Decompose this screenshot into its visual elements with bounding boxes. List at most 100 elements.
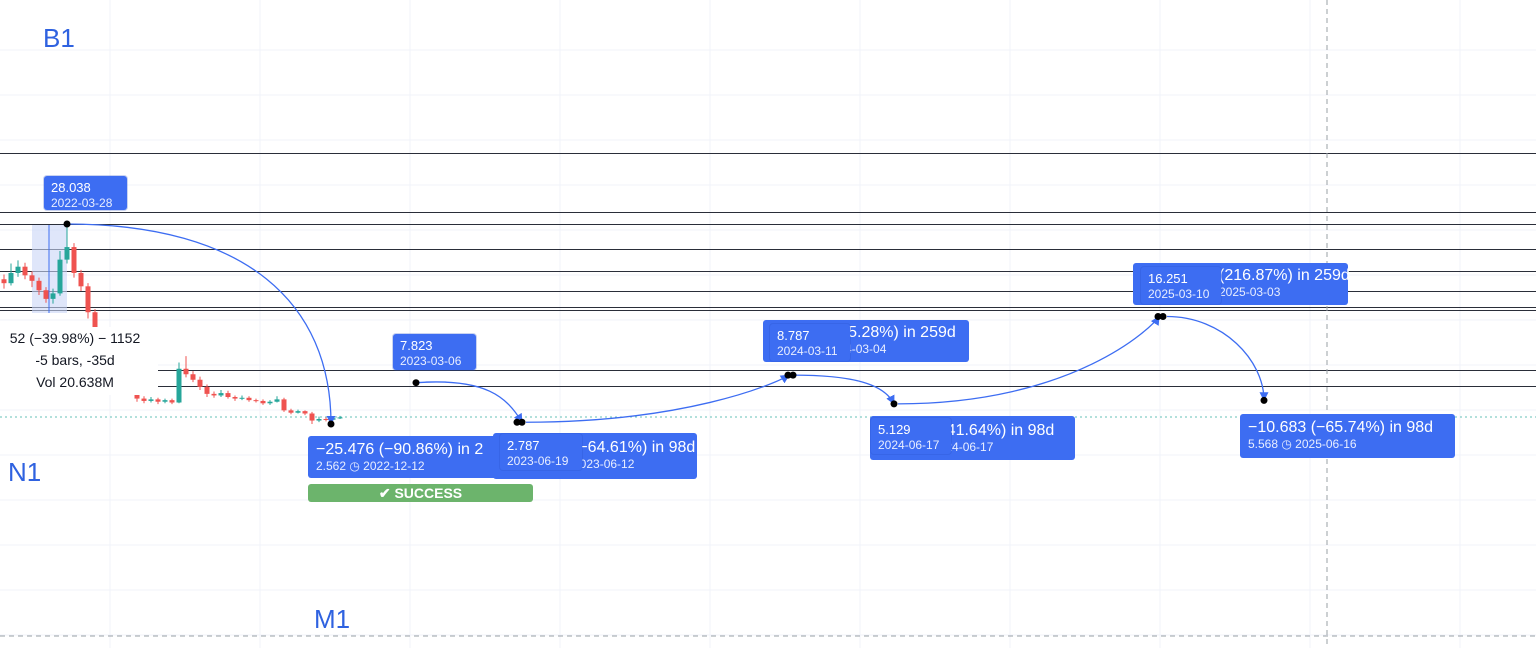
candle	[288, 408, 294, 415]
move-label-1-detail: 2.562 ◷ 2022-12-12	[316, 459, 425, 473]
candle-body	[71, 247, 77, 273]
pivot-tooltip-1-value: 28.038	[51, 180, 91, 195]
candle	[155, 397, 161, 405]
pivot-tooltip-1: 28.038 2022-03-28	[44, 176, 127, 210]
label-b1: B1	[43, 23, 75, 53]
candle	[36, 277, 42, 295]
candle-body	[218, 393, 224, 396]
move-arrow	[525, 374, 790, 423]
candle	[316, 416, 322, 423]
candle	[43, 287, 49, 303]
measure-info-box: 52 (−39.98%) − 1152 -5 bars, -35d Vol 20…	[0, 327, 158, 395]
move-arrow	[415, 381, 523, 424]
candle	[71, 243, 77, 278]
pivot-tooltip-2: 7.823 2023-03-06	[393, 334, 476, 370]
pivot-tooltip-1-date: 2022-03-28	[51, 196, 113, 210]
success-badge: ✔ SUCCESS	[308, 484, 533, 502]
pivot-tooltip-2-value: 7.823	[400, 338, 433, 353]
candle-body	[43, 290, 49, 299]
candle	[85, 283, 91, 319]
candle-body	[190, 374, 196, 380]
candle-body	[155, 399, 161, 402]
candle	[64, 223, 70, 264]
move-label-2-date: 2023-06-12	[573, 457, 635, 471]
candle	[197, 376, 203, 390]
pivot-dot	[789, 371, 797, 379]
measure-info-line-3: Vol 20.638M	[36, 374, 114, 390]
candle	[29, 271, 35, 288]
candle	[337, 415, 343, 419]
candle-body	[8, 272, 14, 284]
candle-body	[197, 379, 203, 387]
candle-body	[316, 418, 322, 421]
candle	[253, 398, 259, 403]
pivot-dot	[1159, 313, 1167, 321]
candle	[169, 398, 175, 405]
move-label-6-detail: 5.568 ◷ 2025-06-16	[1248, 437, 1357, 451]
pivot-tooltip-4-date: 2024-03-11	[777, 344, 838, 358]
pivot-dot	[412, 379, 420, 387]
candle-body	[323, 418, 329, 420]
measure-info-line-1: 52 (−39.98%) − 1152	[9, 330, 141, 346]
candle-body	[1, 279, 7, 284]
move-label-4-date: 2024-06-17	[932, 440, 994, 454]
candle-body	[295, 411, 301, 413]
candle	[302, 410, 308, 416]
pivot-dot	[327, 420, 335, 428]
candle-body	[148, 399, 154, 401]
candle	[78, 269, 84, 292]
label-m1: M1	[314, 604, 351, 634]
pivot-dot	[890, 400, 898, 408]
candle	[218, 389, 224, 398]
candle-body	[309, 413, 315, 421]
candle-body	[260, 400, 266, 404]
pivot-tooltip-2-date: 2023-03-06	[400, 354, 462, 368]
pivot-dot	[513, 418, 521, 426]
pivot-tooltip-4: 8.787 2024-03-11	[770, 324, 850, 361]
candle-body	[281, 399, 287, 411]
pivot-tooltip-6-value: 16.251	[1148, 271, 1188, 286]
candle	[141, 396, 147, 404]
candle-body	[302, 411, 308, 414]
candle-body	[176, 368, 182, 403]
candle	[225, 390, 231, 399]
candle	[323, 417, 329, 422]
candle	[204, 384, 210, 398]
pivot-dot	[1260, 396, 1268, 404]
candle	[22, 262, 28, 280]
candle-body	[22, 266, 28, 276]
candle-body	[64, 247, 70, 260]
candle	[148, 397, 154, 403]
pivot-tooltip-6: 16.251 2025-03-10	[1141, 267, 1221, 304]
candle	[176, 362, 182, 404]
candle	[309, 411, 315, 425]
candle	[274, 396, 280, 403]
candle	[57, 250, 63, 296]
pivot-tooltip-5-value: 5.129	[878, 422, 911, 437]
candle	[239, 395, 245, 401]
candle-body	[36, 280, 42, 291]
candle-body	[267, 401, 273, 404]
candle	[260, 399, 266, 405]
move-arrow	[1166, 315, 1269, 402]
candle-body	[225, 393, 231, 398]
pivot-tooltip-3: 2.787 2023-06-19	[500, 434, 582, 470]
candle-body	[232, 397, 238, 399]
candle-body	[57, 259, 63, 294]
candle-body	[253, 400, 259, 402]
move-label-6-change: −10.683 (−65.74%) in 98d	[1248, 419, 1434, 436]
candle	[1, 274, 7, 289]
pivot-tooltip-4-value: 8.787	[777, 328, 810, 343]
pivot-tooltip-3-date: 2023-06-19	[507, 454, 569, 468]
move-label-5-change: (216.87%) in 259d	[1219, 267, 1350, 284]
candle	[267, 400, 273, 405]
pivot-dot	[518, 418, 526, 426]
pivot-tooltip-3-value: 2.787	[507, 438, 540, 453]
candle-body	[337, 417, 343, 419]
move-label-1: −25.476 (−90.86%) in 2 2.562 ◷ 2022-12-1…	[308, 436, 500, 478]
candle-body	[239, 397, 245, 399]
candle-body	[169, 400, 175, 403]
move-label-4-change: (−41.64%) in 98d	[932, 422, 1055, 439]
move-label-2-change: (−64.61%) in 98d	[573, 439, 696, 456]
